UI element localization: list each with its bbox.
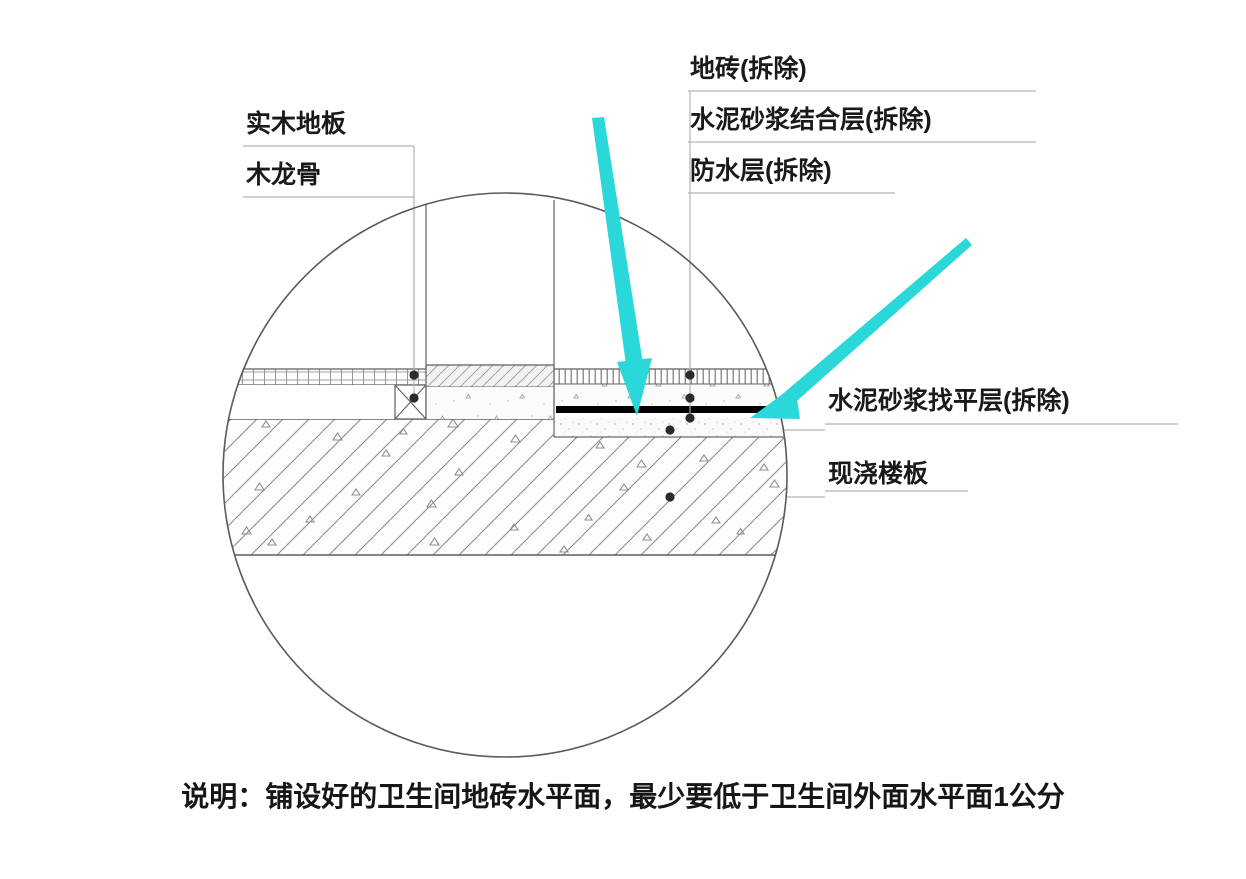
leveling-callout-arrow	[750, 238, 972, 419]
solid-wood-floor-layer	[223, 368, 426, 386]
label-cement-mortar-bonding-demolish: 水泥砂浆结合层(拆除)	[690, 106, 932, 134]
label-waterproof-layer-demolish: 防水层(拆除)	[690, 157, 832, 185]
wood-joist-box	[394, 384, 427, 420]
label-wood-joist: 木龙骨	[246, 161, 322, 189]
label-floor-tile-demolish: 地砖(拆除)	[690, 55, 807, 83]
waterproof-callout-arrow	[592, 117, 652, 416]
callout-arrows	[592, 117, 972, 419]
door-jamb-lines	[425, 200, 555, 369]
diagram-caption: 说明：铺设好的卫生间地砖水平面，最少要低于卫生间外面水平面1公分	[181, 781, 1065, 812]
detail-circle-boundary	[222, 192, 788, 758]
waterproof-membrane-layer	[556, 406, 787, 413]
leader-dots	[409, 370, 695, 502]
label-cast-in-place-slab: 现浇楼板	[828, 460, 929, 488]
cast-in-place-slab-body	[223, 417, 787, 556]
label-cement-mortar-leveling-demolish: 水泥砂浆找平层(拆除)	[828, 387, 1070, 415]
threshold-block	[425, 364, 555, 419]
label-solid-wood-floor: 实木地板	[246, 110, 347, 138]
detail-section	[223, 200, 787, 556]
floor-cavity	[223, 385, 395, 419]
leader-lines	[243, 90, 1178, 498]
